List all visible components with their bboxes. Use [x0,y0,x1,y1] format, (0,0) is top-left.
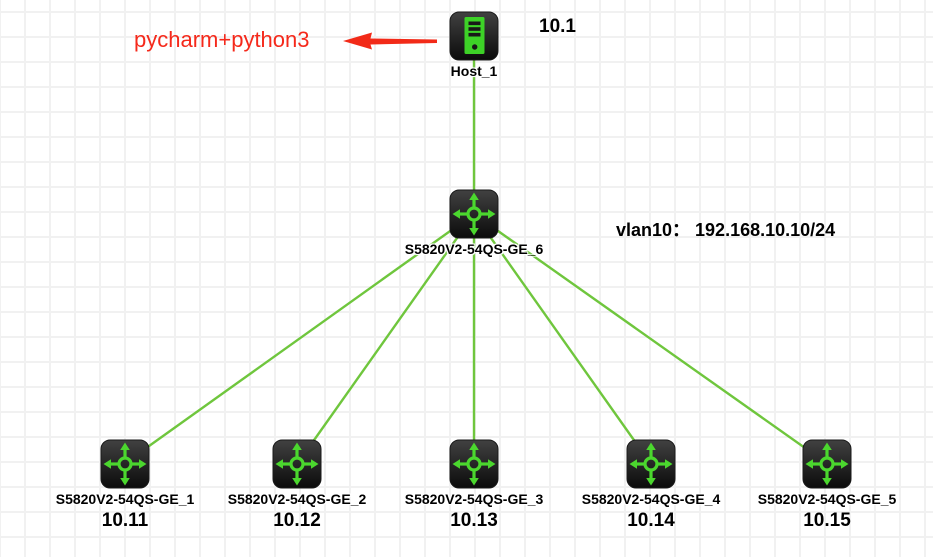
device-ip-label[interactable]: 10.12 [273,510,321,531]
device-ip-label[interactable]: 10.14 [627,510,675,531]
device-ip-label[interactable]: 10.13 [450,510,498,531]
host-icon [449,11,499,61]
device-label: S5820V2-54QS-GE_3 [404,491,544,507]
device-ip-label[interactable]: 10.15 [803,510,851,531]
device-label: S5820V2-54QS-GE_6 [404,241,544,257]
device-label: S5820V2-54QS-GE_2 [227,491,367,507]
node-edge-switch-4[interactable]: S5820V2-54QS-GE_4 10.14 [582,439,720,531]
device-ip-label[interactable]: 10.11 [101,510,149,531]
node-core-switch[interactable]: S5820V2-54QS-GE_6 [405,189,543,257]
link-core-edge4[interactable] [473,213,652,465]
vlan-note-text[interactable]: vlan10： 192.168.10.10/24 [616,220,836,240]
device-label: S5820V2-54QS-GE_5 [757,491,897,507]
node-host[interactable]: Host_1 [449,11,499,79]
switch-icon [449,439,499,489]
host-ip-text[interactable]: 10.1 [539,16,576,37]
switch-icon [272,439,322,489]
annotation-text[interactable]: pycharm+python3 [134,27,310,52]
switch-icon [449,189,499,239]
link-core-edge2[interactable] [296,213,475,465]
switch-icon [100,439,150,489]
device-label: Host_1 [450,63,498,79]
link-core-edge5[interactable] [473,213,828,465]
node-edge-switch-5[interactable]: S5820V2-54QS-GE_5 10.15 [758,439,896,531]
switch-icon [626,439,676,489]
link-core-edge1[interactable] [123,213,475,465]
device-label: S5820V2-54QS-GE_1 [55,491,195,507]
device-label: S5820V2-54QS-GE_4 [581,491,721,507]
node-edge-switch-1[interactable]: S5820V2-54QS-GE_1 10.11 [56,439,194,531]
switch-icon [802,439,852,489]
node-edge-switch-3[interactable]: S5820V2-54QS-GE_3 10.13 [405,439,543,531]
node-edge-switch-2[interactable]: S5820V2-54QS-GE_2 10.12 [228,439,366,531]
